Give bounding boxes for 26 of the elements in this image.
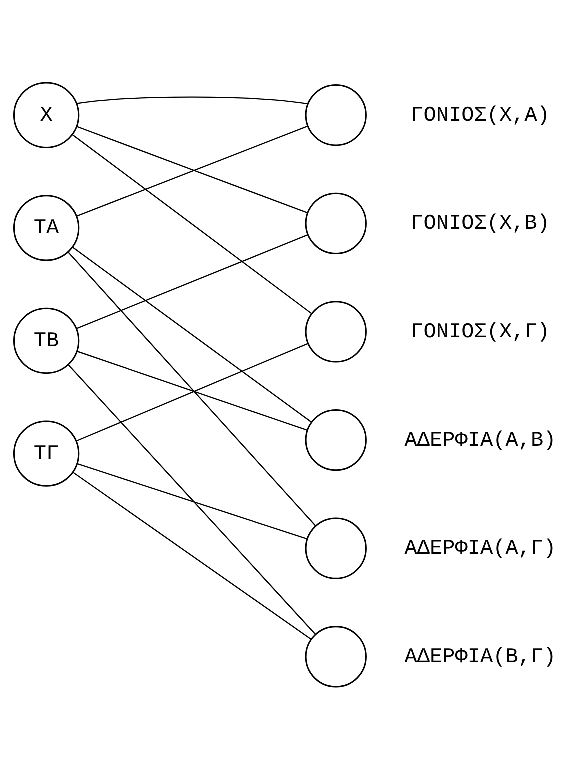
connector	[77, 462, 308, 540]
connector	[72, 134, 312, 314]
node-label: ΓΟΝΙΟΣ(Χ,Γ)	[411, 320, 550, 344]
connector	[77, 350, 308, 431]
connector	[68, 364, 316, 635]
node-circle: ΤΓ	[13, 420, 80, 486]
node-circle	[305, 84, 367, 146]
connector	[76, 342, 308, 442]
node-label: ΑΔΕΡΦΙΑ(Α,Γ)	[404, 536, 556, 561]
connector	[68, 251, 316, 526]
node-label: ΓΟΝΙΟΣ(Χ,Β)	[411, 212, 550, 236]
node-circle: Χ	[13, 82, 80, 148]
node-label: ΑΔΕΡΦΙΑ(Α,Β)	[404, 428, 556, 452]
node-circle	[305, 192, 367, 254]
node-circle	[305, 626, 367, 688]
connector	[72, 472, 312, 640]
connector	[76, 234, 308, 329]
connector	[76, 96, 308, 104]
node-label: ΑΔΕΡΦΙΑ(Β,Γ)	[404, 644, 556, 669]
node-circle	[305, 408, 367, 471]
node-circle: ΤΑ	[13, 194, 80, 261]
node-circle	[305, 300, 367, 362]
node-circle	[305, 517, 367, 579]
node-label: ΓΟΝΙΟΣ(Χ,Α)	[411, 103, 550, 128]
node-circle: ΤΒ	[13, 307, 80, 374]
connector	[72, 246, 312, 422]
